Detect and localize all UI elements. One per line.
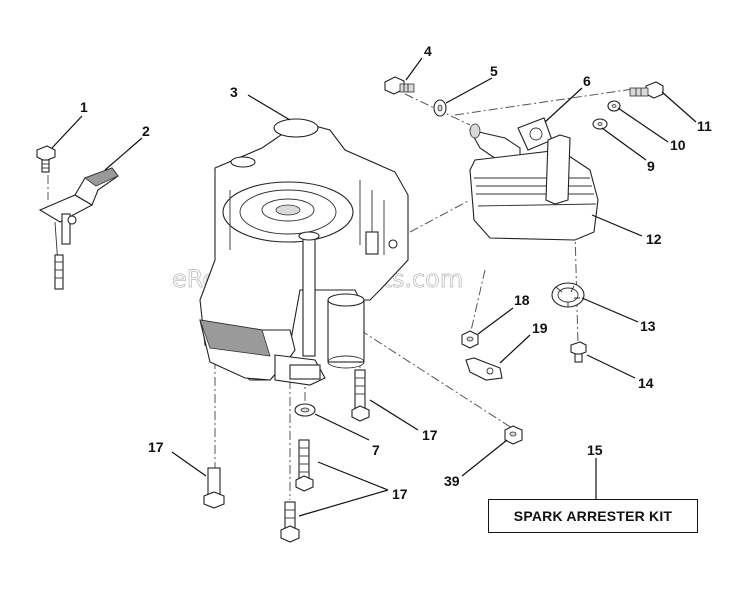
callout-39: 39 (444, 473, 460, 489)
callout-11: 11 (697, 118, 712, 134)
part-2-throttle-bracket (38, 167, 119, 290)
callout-17-bottom: 17 (392, 486, 408, 502)
part-3-engine (199, 118, 409, 386)
callout-18: 18 (514, 292, 530, 308)
callout-7: 7 (372, 442, 380, 458)
part-7-lockwasher (294, 403, 316, 417)
callout-6: 6 (583, 73, 591, 89)
part-17-bolt-a (203, 467, 225, 509)
part-14-screw (570, 341, 587, 363)
callout-9: 9 (647, 158, 655, 174)
callout-12: 12 (646, 231, 662, 247)
part-17-bolt-d (351, 369, 370, 422)
callout-4: 4 (424, 43, 432, 59)
part-4-bolt (384, 76, 415, 95)
part-12-muffler (469, 134, 599, 241)
callout-labels: 1 2 3 4 5 6 9 10 11 12 13 14 15 18 19 7 … (80, 43, 712, 502)
part-1-bolt (36, 145, 56, 173)
callout-14: 14 (638, 375, 654, 391)
part-39-nut (504, 425, 523, 445)
part-9-washer (592, 118, 608, 130)
leader-lines (51, 57, 697, 517)
callout-1: 1 (80, 99, 88, 115)
callout-19: 19 (532, 320, 548, 336)
callout-17-left: 17 (148, 439, 164, 455)
part-17-bolt-b (295, 439, 314, 492)
callout-13: 13 (640, 318, 656, 334)
callout-15: 15 (587, 442, 603, 458)
callout-10: 10 (670, 137, 686, 153)
part-5-washer (433, 99, 447, 117)
callout-3: 3 (230, 84, 238, 100)
part-17-bolt-c (280, 501, 300, 543)
part-11-bolt (629, 81, 664, 99)
part-19-bracket (465, 357, 503, 381)
part-10-lockwasher (607, 100, 621, 112)
callout-17-right: 17 (422, 427, 438, 443)
callout-2: 2 (142, 123, 150, 139)
part-13-spark-arrester (551, 282, 585, 308)
callout-5: 5 (490, 63, 498, 79)
spark-arrester-kit-label: SPARK ARRESTER KIT (488, 499, 698, 533)
part-18-nut (461, 330, 479, 349)
